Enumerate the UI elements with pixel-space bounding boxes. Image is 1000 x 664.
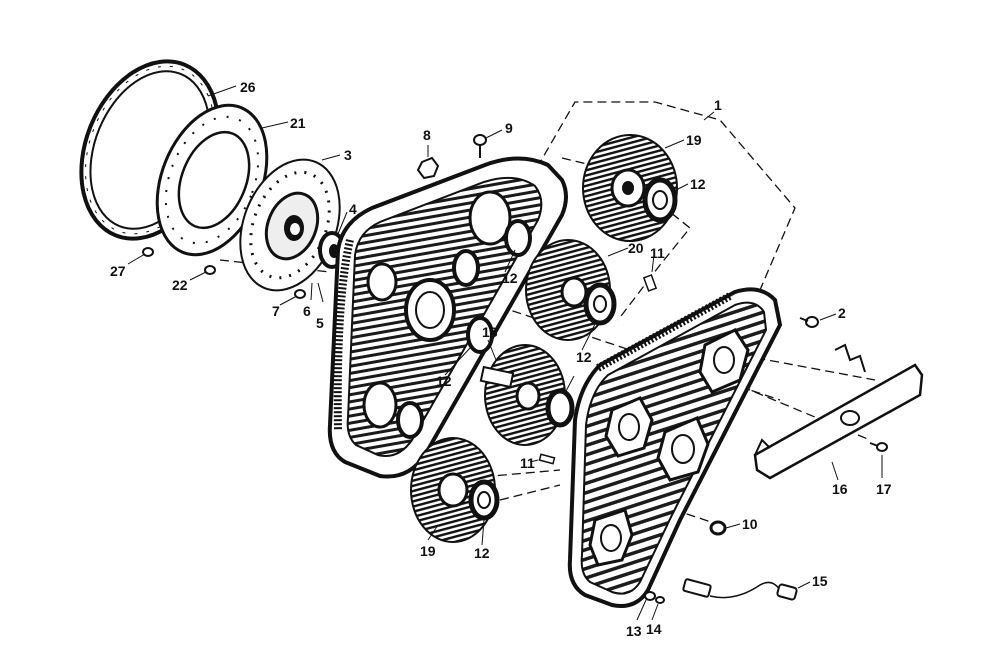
- callout-2: 2: [838, 305, 846, 321]
- rear-cover: [567, 287, 783, 608]
- callout-17: 17: [876, 481, 892, 497]
- leader-lines: [127, 85, 883, 621]
- callout-3: 3: [344, 147, 352, 163]
- callout-26: 26: [240, 79, 256, 95]
- callout-12-middle: 12: [576, 349, 592, 365]
- callout-15: 15: [812, 573, 828, 589]
- callout-12-housing: 12: [502, 270, 518, 286]
- callout-12-left: 12: [436, 373, 452, 389]
- bearing-12-middle: [583, 282, 617, 326]
- bearing-12-bottom: [468, 479, 500, 521]
- callout-12-top: 12: [690, 176, 706, 192]
- callout-16: 16: [832, 481, 848, 497]
- callout-19-bottom: 19: [420, 543, 436, 559]
- callout-1: 1: [714, 97, 722, 113]
- callout-10: 10: [742, 516, 758, 532]
- callout-22: 22: [172, 277, 188, 293]
- callout-8: 8: [423, 127, 431, 143]
- callout-13: 13: [626, 623, 642, 639]
- callout-20: 20: [628, 240, 644, 256]
- callout-18: 18: [482, 324, 498, 340]
- flange-disc: [155, 103, 269, 257]
- clutch-plate: [239, 158, 341, 292]
- bracket-plate: [753, 343, 924, 480]
- gear-18: [479, 344, 566, 446]
- callout-27: 27: [110, 263, 126, 279]
- callout-7: 7: [272, 303, 280, 319]
- callout-14: 14: [646, 621, 662, 637]
- callout-5: 5: [316, 315, 324, 331]
- callout-19-top: 19: [686, 132, 702, 148]
- bearing-12-lower: [545, 388, 575, 428]
- bearing-12-top: [642, 177, 678, 223]
- callout-11-bottom: 11: [520, 455, 535, 471]
- callout-labels: 26 21 3 4 5 6 7 8 9 1 19 12 20 11 12 12 …: [110, 79, 892, 639]
- front-housing: [327, 156, 568, 479]
- callout-9: 9: [505, 120, 513, 136]
- callout-6: 6: [303, 303, 311, 319]
- callout-4: 4: [349, 201, 357, 217]
- hardware: [142, 134, 888, 604]
- callout-11-top: 11: [650, 245, 665, 261]
- callout-12-bottom: 12: [474, 545, 490, 561]
- callout-21: 21: [290, 115, 306, 131]
